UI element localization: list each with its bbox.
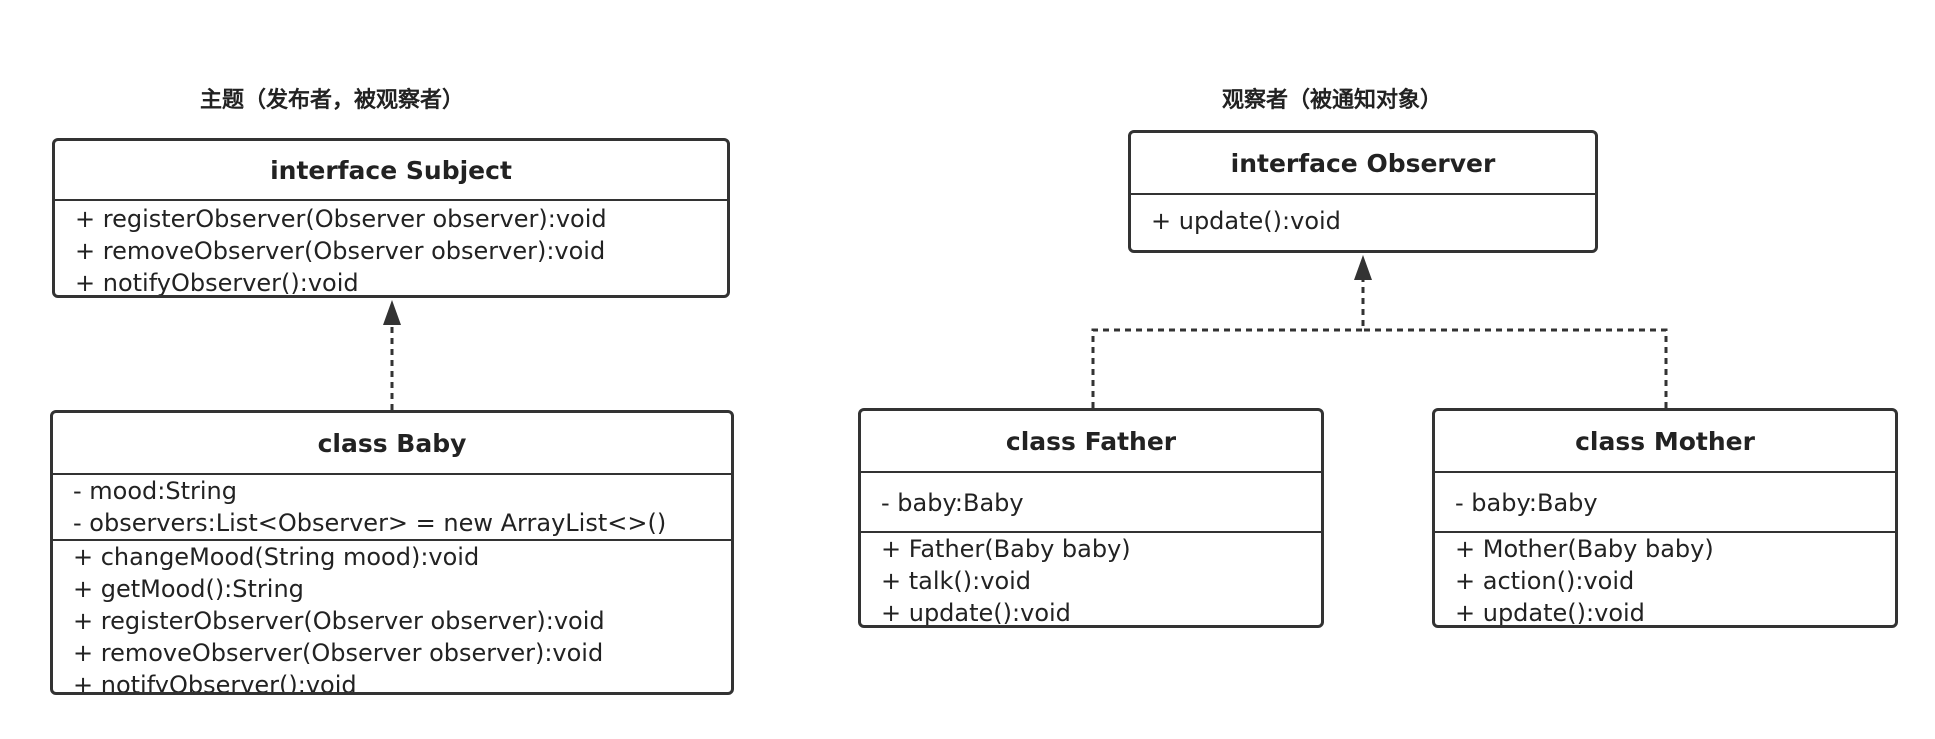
father-methods: + Father(Baby baby) + talk():void + upda… bbox=[861, 533, 1321, 627]
father-to-observer-connector bbox=[1091, 278, 1365, 408]
baby-class-box: class Baby - mood:String - observers:Lis… bbox=[50, 410, 734, 695]
subject-interface-box: interface Subject + registerObserver(Obs… bbox=[52, 138, 730, 298]
subject-methods: + registerObserver(Observer observer):vo… bbox=[55, 201, 727, 297]
baby-methods: + changeMood(String mood):void + getMood… bbox=[53, 541, 731, 695]
mother-method: + action():void bbox=[1455, 567, 1635, 595]
subject-title: interface Subject bbox=[55, 141, 727, 201]
baby-method: + changeMood(String mood):void bbox=[73, 543, 480, 571]
subject-arrowhead bbox=[383, 300, 401, 325]
father-attributes: - baby:Baby bbox=[861, 473, 1321, 533]
baby-method: + registerObserver(Observer observer):vo… bbox=[73, 607, 605, 635]
observer-group-heading: 观察者（被通知对象） bbox=[1222, 88, 1443, 113]
baby-method: + removeObserver(Observer observer):void bbox=[73, 639, 604, 667]
mother-class-box: class Mother - baby:Baby + Mother(Baby b… bbox=[1432, 408, 1898, 628]
baby-method: + notifyObserver():void bbox=[73, 671, 357, 695]
father-method: + talk():void bbox=[881, 567, 1032, 595]
father-method: + update():void bbox=[881, 599, 1071, 627]
mother-attribute: - baby:Baby bbox=[1455, 489, 1598, 517]
observer-arrowhead bbox=[1354, 255, 1372, 280]
mother-attributes: - baby:Baby bbox=[1435, 473, 1895, 533]
observer-title: interface Observer bbox=[1131, 133, 1595, 195]
father-class-box: class Father - baby:Baby + Father(Baby b… bbox=[858, 408, 1324, 628]
subject-method: + removeObserver(Observer observer):void bbox=[75, 237, 606, 265]
baby-title: class Baby bbox=[53, 413, 731, 475]
baby-method: + getMood():String bbox=[73, 575, 304, 603]
observer-interface-box: interface Observer + update():void bbox=[1128, 130, 1598, 253]
baby-attributes: - mood:String - observers:List<Observer>… bbox=[53, 475, 731, 541]
subject-method: + registerObserver(Observer observer):vo… bbox=[75, 205, 607, 233]
observer-method: + update():void bbox=[1151, 207, 1341, 235]
subject-group-heading: 主题（发布者，被观察者） bbox=[200, 88, 465, 113]
baby-attribute: - observers:List<Observer> = new ArrayLi… bbox=[73, 509, 667, 537]
baby-attribute: - mood:String bbox=[73, 477, 237, 505]
father-attribute: - baby:Baby bbox=[881, 489, 1024, 517]
mother-methods: + Mother(Baby baby) + action():void + up… bbox=[1435, 533, 1895, 627]
subject-method: + notifyObserver():void bbox=[75, 269, 359, 297]
mother-title: class Mother bbox=[1435, 411, 1895, 473]
mother-to-observer-connector bbox=[1363, 328, 1668, 408]
father-title: class Father bbox=[861, 411, 1321, 473]
father-method: + Father(Baby baby) bbox=[881, 535, 1131, 563]
mother-method: + Mother(Baby baby) bbox=[1455, 535, 1714, 563]
mother-method: + update():void bbox=[1455, 599, 1645, 627]
observer-methods: + update():void bbox=[1131, 195, 1595, 237]
